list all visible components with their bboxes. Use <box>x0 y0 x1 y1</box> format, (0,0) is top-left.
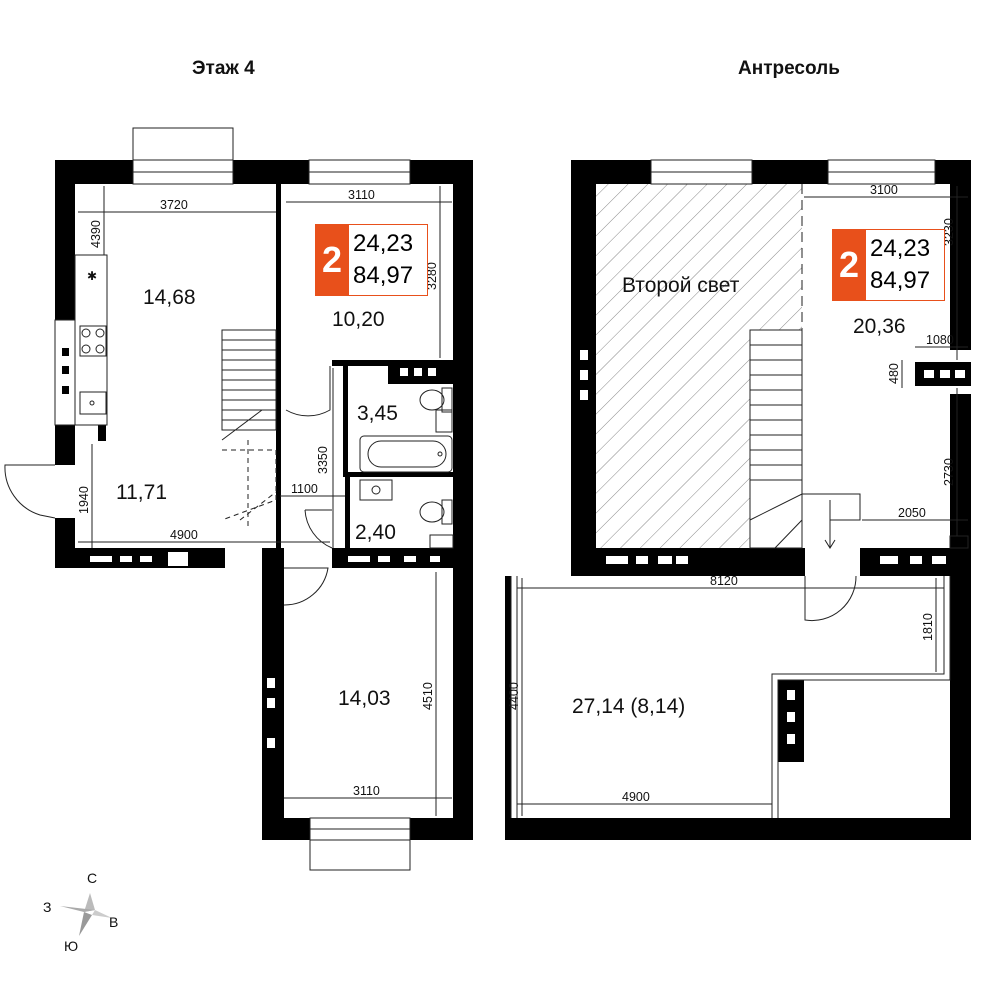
room-wc-area: 2,40 <box>355 521 396 544</box>
room-kitchen-area: 14,68 <box>143 286 196 309</box>
dim-4400: 4400 <box>507 682 521 710</box>
mezzanine-plan <box>505 159 971 840</box>
floor-4-plan: ✱ <box>4 127 473 871</box>
dim-2050: 2050 <box>898 506 926 520</box>
room-mezzanine-area: 20,36 <box>853 315 906 338</box>
dim-3230: 3230 <box>942 218 956 246</box>
compass-west: З <box>43 899 52 915</box>
apartment-badge-mezzanine: 2 24,23 84,97 <box>832 229 945 301</box>
dim-3350: 3350 <box>316 446 330 474</box>
badge-total-area: 84,97 <box>870 267 931 294</box>
dim-480: 480 <box>887 363 901 384</box>
staircase-mezzanine <box>749 329 861 549</box>
dim-3720: 3720 <box>160 198 188 212</box>
badge-living-area: 24,23 <box>353 230 414 257</box>
dim-1940: 1940 <box>77 486 91 514</box>
room-terrace-area: 27,14 (8,14) <box>572 695 685 718</box>
badge-living-area: 24,23 <box>870 235 931 262</box>
dim-2730: 2730 <box>942 458 956 486</box>
staircase-floor4 <box>221 329 277 530</box>
dim-1100: 1100 <box>291 482 318 496</box>
floor-4-title: Этаж 4 <box>192 58 255 79</box>
room-bedroom-bottom-area: 14,03 <box>338 687 391 710</box>
badge-rooms-count: 2 <box>832 229 866 301</box>
dim-4390: 4390 <box>89 220 103 248</box>
room-bathroom-area: 3,45 <box>357 402 398 425</box>
dim-3280: 3280 <box>425 262 439 290</box>
room-hall-area: 11,71 <box>116 481 167 504</box>
dim-3110-bottom: 3110 <box>353 784 380 798</box>
dim-4900-left: 4900 <box>170 528 198 542</box>
compass-north: С <box>87 870 98 886</box>
apartment-badge-floor4: 2 24,23 84,97 <box>315 224 428 296</box>
dim-8120: 8120 <box>710 574 738 588</box>
room-second-light-label: Второй свет <box>622 274 740 297</box>
dim-1810: 1810 <box>921 613 935 641</box>
dim-1080: 1080 <box>926 333 954 347</box>
badge-rooms-count: 2 <box>315 224 349 296</box>
compass-east: В <box>109 914 119 930</box>
svg-text:✱: ✱ <box>87 269 97 283</box>
compass-south: Ю <box>64 938 79 954</box>
dim-4510: 4510 <box>421 682 435 710</box>
dim-3110-top: 3110 <box>348 188 375 202</box>
mezzanine-title: Антресоль <box>738 58 840 79</box>
dim-4900-right: 4900 <box>622 790 650 804</box>
compass-icon <box>60 893 112 936</box>
dim-3100: 3100 <box>870 183 898 197</box>
badge-total-area: 84,97 <box>353 262 414 289</box>
room-bedroom-top-area: 10,20 <box>332 308 385 331</box>
